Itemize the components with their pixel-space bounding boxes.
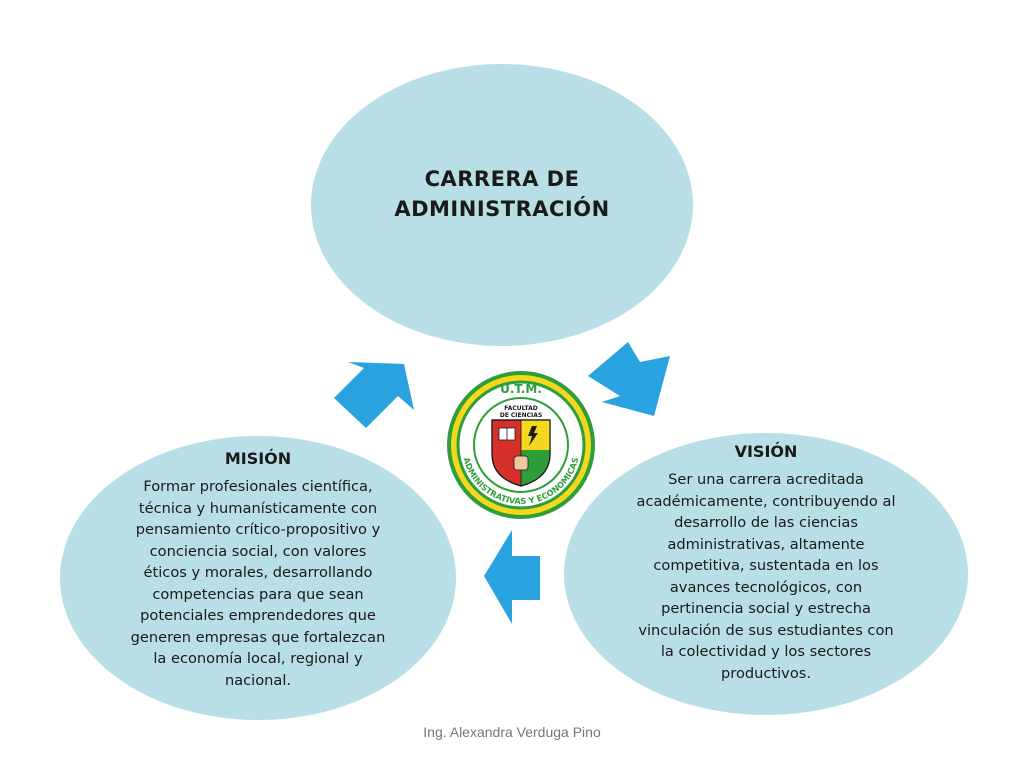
utm-faculty-seal: U.T.M. ADMINISTRATIVAS Y ECONOMICAS FACU… [447,371,595,519]
carrera-title: CARRERA DE ADMINISTRACIÓN [394,167,610,221]
vision-node: VISIÓN Ser una carrera acreditada académ… [564,433,968,715]
logo-inner-text-1: FACULTAD [504,405,537,412]
mision-body: Formar profesionales científica, técnica… [130,478,386,689]
mision-node: MISIÓN Formar profesionales científica, … [60,436,456,720]
shield-icon [491,419,551,487]
logo-top-text: U.T.M. [500,382,542,396]
arrow-mision-to-carrera [334,362,414,428]
arrow-vision-to-mision [484,530,540,624]
mision-heading: MISIÓN [224,449,292,468]
vision-heading: VISIÓN [734,442,798,461]
vision-body: Ser una carrera acreditada académicament… [636,471,896,682]
logo-inner-text-2: DE CIENCIAS [500,412,543,419]
carrera-node: CARRERA DE ADMINISTRACIÓN [311,64,693,346]
author-footer: Ing. Alexandra Verduga Pino [423,724,601,740]
arrow-carrera-to-vision [588,342,670,416]
